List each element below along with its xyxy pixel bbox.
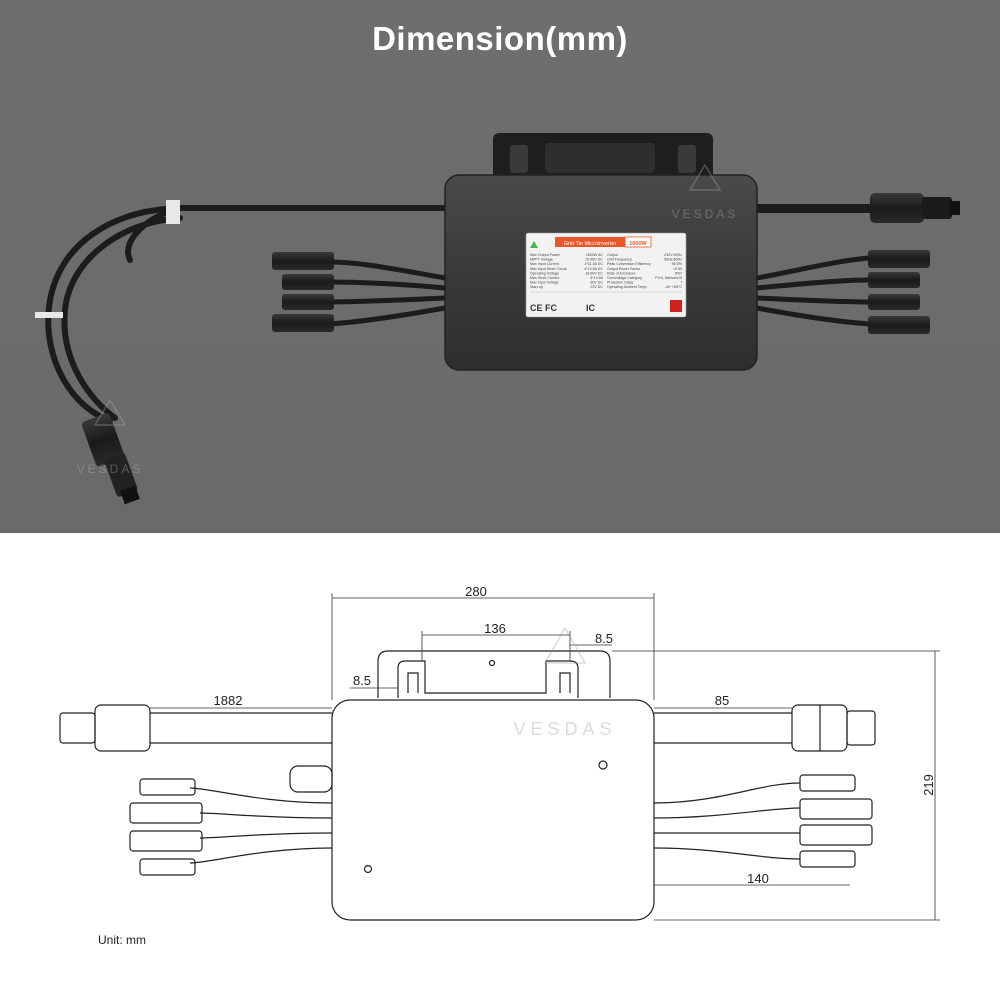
label-spec-key: Rate of Enclosure xyxy=(607,271,636,275)
ce-mark: CE xyxy=(530,303,543,313)
dim-right-cable: 85 xyxy=(715,693,729,708)
unit-note: Unit: mm xyxy=(98,933,146,947)
label-spec-key: Max Short Current xyxy=(530,276,559,280)
dim-ac-cable: 1882 xyxy=(214,693,243,708)
coiled-ac-cable xyxy=(45,205,448,423)
ic-mark: IC xyxy=(586,303,596,313)
label-spec-value: 4*11.5A DC xyxy=(584,262,603,266)
label-spec-key: Operating Voltage xyxy=(530,271,559,275)
label-header: Grid Tie Microinverter xyxy=(564,241,617,247)
label-left-rows: Max Output Power 1600W AC MPPT Voltage 25-5… xyxy=(530,253,604,289)
dim-offset-right: 8.5 xyxy=(595,631,613,646)
label-spec-key: Max Input Current xyxy=(530,262,559,266)
dim-height-total: 219 xyxy=(921,774,936,796)
label-spec-value: -40~+65°C xyxy=(665,285,683,289)
page-title: Dimension(mm) xyxy=(372,20,628,57)
mounting-bracket xyxy=(493,133,713,183)
label-spec-value: IP67 xyxy=(675,271,682,275)
label-spec-key: MPPT Voltage xyxy=(530,258,553,262)
label-spec-key: Peak Conversion Efficiency xyxy=(607,262,651,266)
right-output-cable xyxy=(757,193,960,223)
product-photo-panel: Dimension(mm) xyxy=(0,0,1000,533)
label-spec-value: 18-60V DC xyxy=(585,271,603,275)
label-spec-key: Max Output Power xyxy=(530,253,561,257)
dimension-drawing-panel: 280 136 8.5 8.5 1882 85 140 219 VESDAS xyxy=(0,533,1000,1000)
label-spec-value: 4*13.8A xyxy=(590,276,603,280)
watermark-text: VESDAS xyxy=(513,719,616,739)
label-spec-key: Operating Ambient Temp xyxy=(607,285,647,289)
left-dc-connectors xyxy=(272,252,446,332)
dim-connector-reach: 140 xyxy=(747,871,769,886)
dimension-drawing: 280 136 8.5 8.5 1882 85 140 219 VESDAS xyxy=(59,584,940,921)
drawing-watermark: VESDAS xyxy=(513,626,616,739)
label-spec-value: PV:II, Network:III xyxy=(655,276,682,280)
dim-offset-left: 8.5 xyxy=(353,673,371,688)
inverter-photo: Grid Tie Microinverter 1600W Max Output … xyxy=(35,133,960,505)
label-spec-value: 230V-50Hz xyxy=(664,253,682,257)
ac-plug xyxy=(81,413,140,505)
label-spec-key: Max Input Short Circuit xyxy=(530,267,567,271)
label-spec-value: 22V DC xyxy=(590,285,603,289)
label-spec-key: Max Input Voltage xyxy=(530,281,559,285)
fc-mark: FC xyxy=(545,303,557,313)
label-spec-key: Output xyxy=(607,253,618,257)
label-spec-value: 25-55V DC xyxy=(585,258,603,262)
label-spec-key: Overvoltage Category xyxy=(607,276,642,280)
label-spec-value: 95.5% xyxy=(672,262,683,266)
bracket-inner xyxy=(397,660,579,698)
device-body-outline xyxy=(331,699,655,921)
cable-tie xyxy=(166,200,180,224)
label-spec-value: I xyxy=(681,281,682,285)
label-spec-value: 50Hz/60Hz xyxy=(664,258,682,262)
bracket-outline xyxy=(377,650,611,698)
watermark-text: VESDAS xyxy=(77,462,144,476)
cable-tie xyxy=(35,312,63,318)
label-spec-value: >0.99 xyxy=(673,267,682,271)
label-spec-key: Grid Frequency xyxy=(607,258,632,262)
right-dc-connectors xyxy=(756,250,930,334)
label-spec-key: Protection Class xyxy=(607,281,633,285)
label-spec-key: Output Power Factor xyxy=(607,267,641,271)
watermark-text: VESDAS xyxy=(672,207,739,221)
dim-width-total: 280 xyxy=(465,584,487,599)
label-model: 1600W xyxy=(629,241,647,247)
dim-bracket-inner: 136 xyxy=(484,621,506,636)
label-spec-value: 60V DC xyxy=(590,281,603,285)
label-spec-value: 4*13.8A DC xyxy=(584,267,603,271)
product-label xyxy=(525,232,687,318)
label-spec-key: Start-up xyxy=(530,285,543,289)
watermark-group: VESDAS VESDAS xyxy=(77,163,739,476)
label-spec-value: 1600W AC xyxy=(586,253,604,257)
